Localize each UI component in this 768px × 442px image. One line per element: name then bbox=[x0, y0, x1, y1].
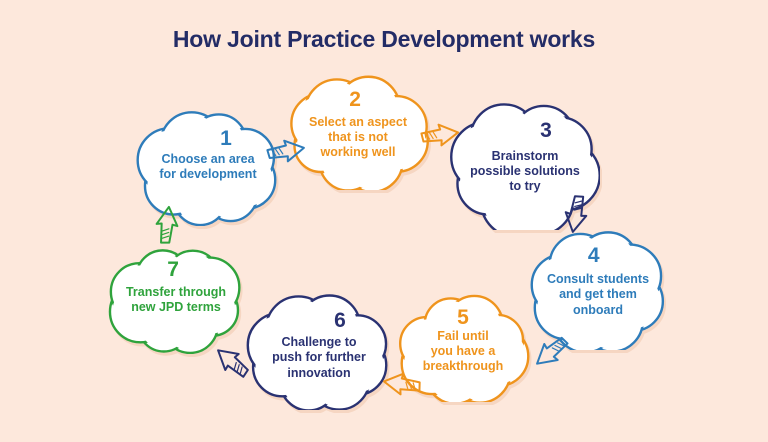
cloud-shape bbox=[108, 249, 241, 354]
cloud-shape bbox=[290, 75, 429, 190]
arrow-step1-to-step2-icon bbox=[264, 135, 308, 168]
step-number: 7 bbox=[167, 257, 179, 281]
step-cloud-3: 3 Brainstorm possible solutions to try bbox=[450, 100, 600, 230]
step-number: 2 bbox=[349, 88, 361, 112]
step-number: 4 bbox=[587, 244, 600, 268]
arrow-step3-to-step4-icon bbox=[560, 192, 593, 236]
arrow-step6-to-step7-icon bbox=[208, 339, 255, 385]
arrow-step7-to-step1-icon bbox=[152, 204, 182, 246]
step-label: Choose an area for development bbox=[159, 151, 257, 181]
step-cloud-7: 7 Transfer through new JPD terms bbox=[103, 242, 249, 354]
arrow-step2-to-step3-icon bbox=[418, 119, 461, 150]
step-label: Fail until you have a breakthrough bbox=[422, 328, 504, 374]
cloud-shape bbox=[246, 294, 388, 410]
step-label: Transfer through new JPD terms bbox=[125, 284, 226, 315]
step-cloud-6: 6 Challenge to push for further innovati… bbox=[244, 292, 394, 410]
page-title: How Joint Practice Development works bbox=[172, 26, 596, 52]
step-number: 5 bbox=[457, 305, 469, 329]
step-cloud-1: 1 Choose an area for development bbox=[133, 108, 283, 226]
step-cloud-4: 4 Consult students and get them onboard bbox=[527, 228, 669, 350]
step-label: Brainstorm possible solutions to try bbox=[470, 148, 580, 194]
step-label: Consult students and get them onboard bbox=[546, 272, 650, 317]
cloud-shape bbox=[136, 111, 277, 226]
step-number: 6 bbox=[334, 308, 346, 332]
step-number: 1 bbox=[220, 127, 232, 151]
arrow-step5-to-step6-icon bbox=[380, 368, 423, 399]
step-cloud-2: 2 Select an aspect that is not working w… bbox=[284, 74, 432, 190]
step-cloud-5: 5 Fail until you have a breakthrough bbox=[392, 290, 534, 402]
arrow-step4-to-step5-icon bbox=[527, 329, 574, 375]
cloud-shape bbox=[530, 231, 665, 350]
step-number: 3 bbox=[540, 118, 552, 142]
step-label: Challenge to push for further innovation bbox=[272, 335, 366, 380]
cloud-shape bbox=[398, 294, 530, 402]
cloud-shape bbox=[450, 103, 600, 230]
step-label: Select an aspect that is not working wel… bbox=[309, 114, 407, 160]
